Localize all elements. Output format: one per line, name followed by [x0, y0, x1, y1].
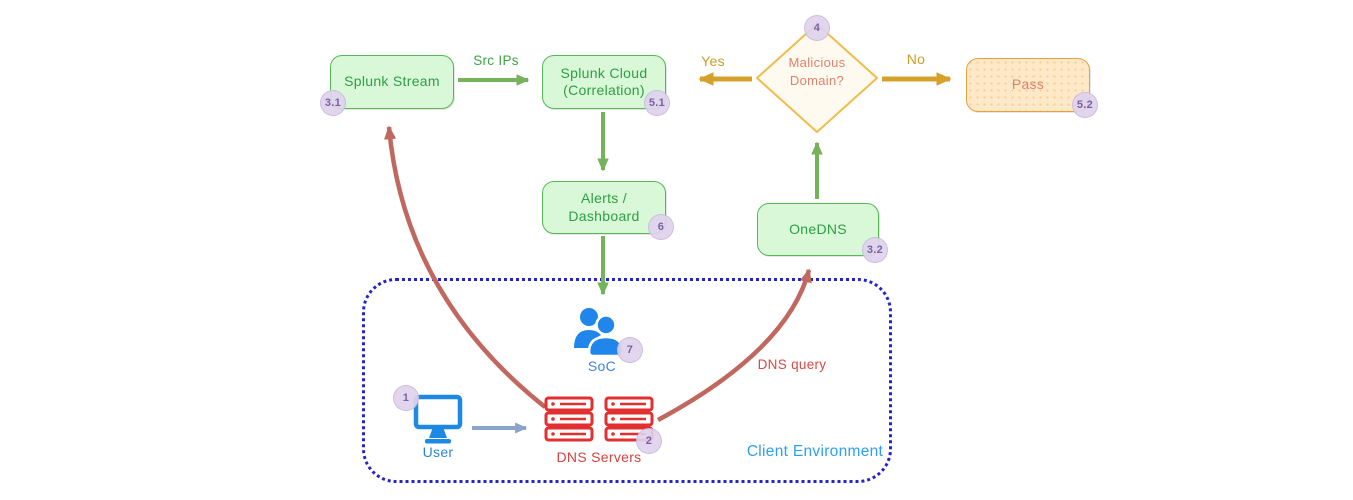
src-ips-edge-label: Src IPs [473, 53, 519, 68]
client-environment-box [362, 278, 892, 483]
malicious-domain-label-line2: Domain? [789, 72, 845, 88]
splunk-cloud-label-line2: (Correlation) [563, 82, 645, 98]
malicious-domain-label: Malicious Domain? [757, 54, 877, 89]
no-edge-label: No [906, 51, 926, 67]
dns-query-curve-arrow [656, 268, 812, 422]
onedns-label: OneDNS [789, 220, 847, 237]
step-badge-dns-servers: 2 [636, 428, 662, 454]
soc-users-icon [572, 306, 628, 363]
splunk-cloud-label-line1: Splunk Cloud [560, 64, 648, 81]
malicious-domain-label-line1: Malicious [788, 55, 846, 70]
dns-to-stream-curve-arrow [383, 125, 547, 409]
onedns-node: OneDNS [757, 203, 879, 256]
step-badge-soc: 7 [617, 337, 643, 363]
alerts-label-line2: Dashboard [568, 207, 640, 224]
pass-node: Pass [966, 58, 1090, 112]
dns-query-edge-label: DNS query [757, 357, 827, 372]
step-badge-alerts: 6 [648, 214, 674, 240]
user-monitor-icon [412, 393, 464, 452]
step-badge-decision: 4 [804, 15, 830, 41]
splunk-stream-label: Splunk Stream [344, 73, 440, 90]
step-badge-splunk-cloud: 5.1 [644, 90, 670, 116]
dns-server-icon [544, 396, 594, 447]
user-label: User [422, 444, 454, 460]
malicious-domain-diamond [756, 23, 878, 133]
step-badge-pass: 5.2 [1072, 92, 1098, 118]
step-badge-user: 1 [393, 385, 419, 411]
dns-servers-label: DNS Servers [556, 449, 642, 465]
step-badge-splunk-stream: 3.1 [320, 90, 346, 116]
step-badge-onedns: 3.2 [862, 237, 888, 263]
dns-server-icon [604, 396, 654, 447]
yes-edge-label: Yes [701, 53, 725, 69]
alerts-dashboard-node: Alerts / Dashboard [542, 181, 666, 234]
alerts-label-line1: Alerts / [581, 190, 627, 206]
pass-label: Pass [1011, 76, 1045, 93]
soc-label: SoC [587, 358, 617, 374]
splunk-stream-node: Splunk Stream [330, 55, 454, 109]
client-environment-label: Client Environment [746, 443, 884, 460]
